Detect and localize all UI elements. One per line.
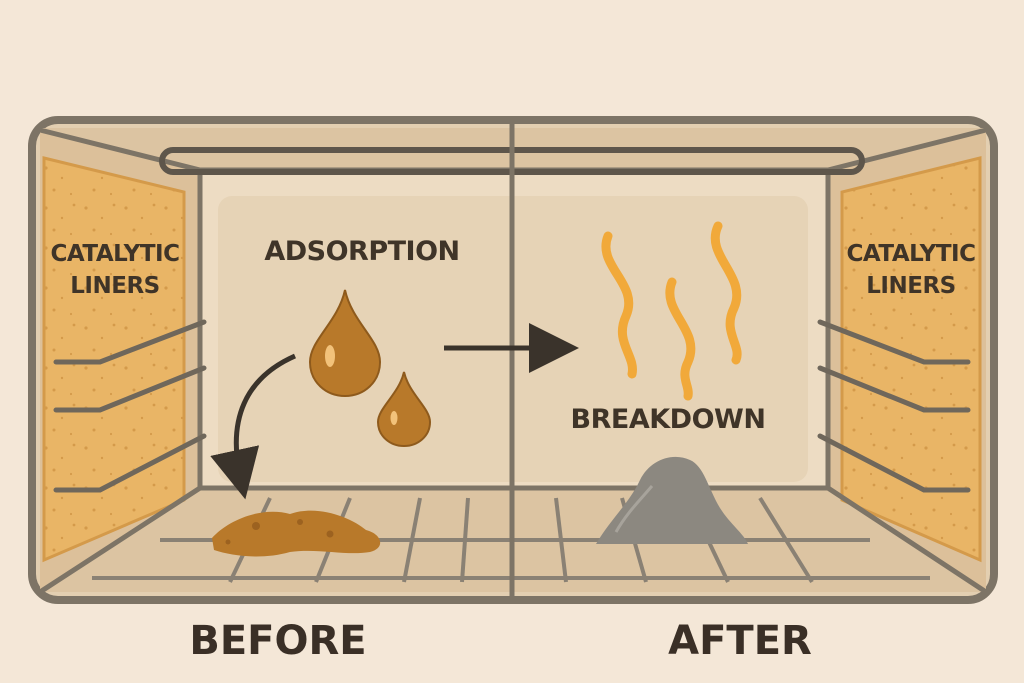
left-liners-line1: CATALYTIC (50, 241, 180, 267)
grease-drop-icon (308, 289, 382, 398)
right-liners-line1: CATALYTIC (846, 241, 976, 267)
right-liners-line2: LINERS (866, 273, 956, 299)
heat-wave-icon (601, 221, 742, 401)
grease-puddle-spots (225, 519, 334, 545)
left-liners-label: CATALYTIC LINERS (50, 238, 180, 302)
after-label: AFTER (668, 618, 812, 664)
right-rack-rails (817, 319, 971, 493)
grease-puddle-icon (212, 510, 381, 557)
curved-arrow-icon (210, 353, 297, 500)
right-liners-label: CATALYTIC LINERS (845, 238, 977, 302)
grease-drop-small-icon (376, 371, 432, 448)
adsorption-label: ADSORPTION (264, 236, 460, 267)
left-liners-line2: LINERS (70, 273, 160, 299)
ash-pile-highlight (614, 485, 654, 533)
left-rack-rails (53, 319, 207, 493)
ash-pile-icon (596, 456, 748, 544)
breakdown-label: BREAKDOWN (570, 404, 766, 435)
before-label: BEFORE (189, 618, 367, 664)
